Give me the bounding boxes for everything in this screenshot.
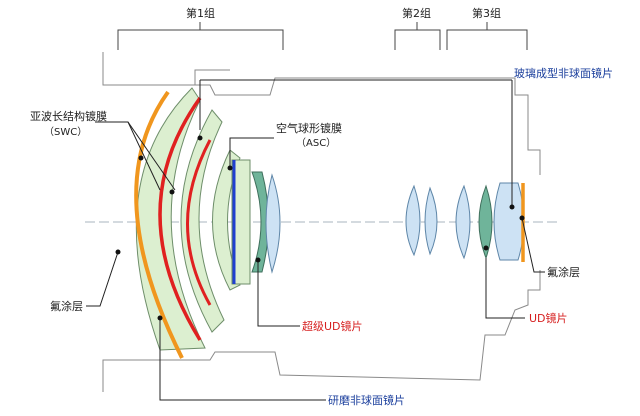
swc-abbr-label: （SWC） [44, 126, 87, 138]
ud-lens-label: UD镜片 [529, 311, 568, 325]
ground-aspherical-label: 研磨非球面镜片 [328, 393, 405, 407]
group1-label: 第1组 [186, 6, 215, 20]
lens-barrel-top [102, 52, 541, 175]
group3-bracket [446, 22, 528, 50]
swc-coating-2 [186, 139, 212, 306]
asc-coated-lens [231, 159, 251, 285]
dot-super-ud [255, 257, 261, 263]
group2-lens-a [405, 184, 421, 257]
asc-abbr-label: （ASC） [296, 137, 336, 149]
leader-ud-right [485, 258, 525, 319]
group2-lens-b [424, 186, 438, 256]
dot-swc-1 [138, 155, 144, 161]
dot-glass-molded [509, 204, 515, 210]
dot-fluorine-left [115, 249, 121, 255]
leader-ground-aspherical [159, 318, 326, 401]
rear-group1-lens [265, 173, 281, 274]
third-lens [212, 149, 241, 291]
dot-swc-2 [169, 189, 175, 195]
leader-swc-2 [127, 121, 176, 191]
dot-asc [227, 165, 233, 171]
fluorine-left-label: 氟涂层 [50, 299, 83, 313]
super-ud-label: 超级UD镜片 [302, 319, 363, 333]
dot-ground-aspherical [157, 315, 163, 321]
group2-label: 第2组 [402, 6, 431, 20]
glass-molded-aspherical-label: 玻璃成型非球面镜片 [514, 66, 613, 80]
group3-label: 第3组 [472, 6, 501, 20]
group3-lens-c [493, 182, 525, 261]
dot-fluorine-right [519, 215, 525, 221]
dot-top-lens [197, 135, 203, 141]
leader-glass-molded-top [199, 79, 512, 130]
dot-ud-right [483, 245, 489, 251]
second-meniscus-lens [180, 109, 225, 333]
group2-bracket [394, 22, 441, 50]
leader-fluorine-right [521, 217, 545, 273]
asc-label: 空气球形镀膜 [276, 121, 342, 135]
super-ud-lens [251, 171, 269, 273]
fluorine-right-label: 氟涂层 [547, 265, 580, 279]
group1-bracket [117, 22, 284, 50]
leader-asc [229, 137, 274, 168]
lens-barrel-bottom [102, 270, 541, 392]
swc-label: 亚波长结构镀膜 [30, 109, 107, 123]
group3-lens-a [455, 184, 471, 260]
fluorine-coating-front [134, 90, 184, 359]
swc-coating-1 [158, 96, 202, 341]
lens-barrel-inner-top [194, 69, 230, 85]
leader-fluorine-left [86, 251, 119, 307]
leader-super-ud [257, 262, 300, 327]
